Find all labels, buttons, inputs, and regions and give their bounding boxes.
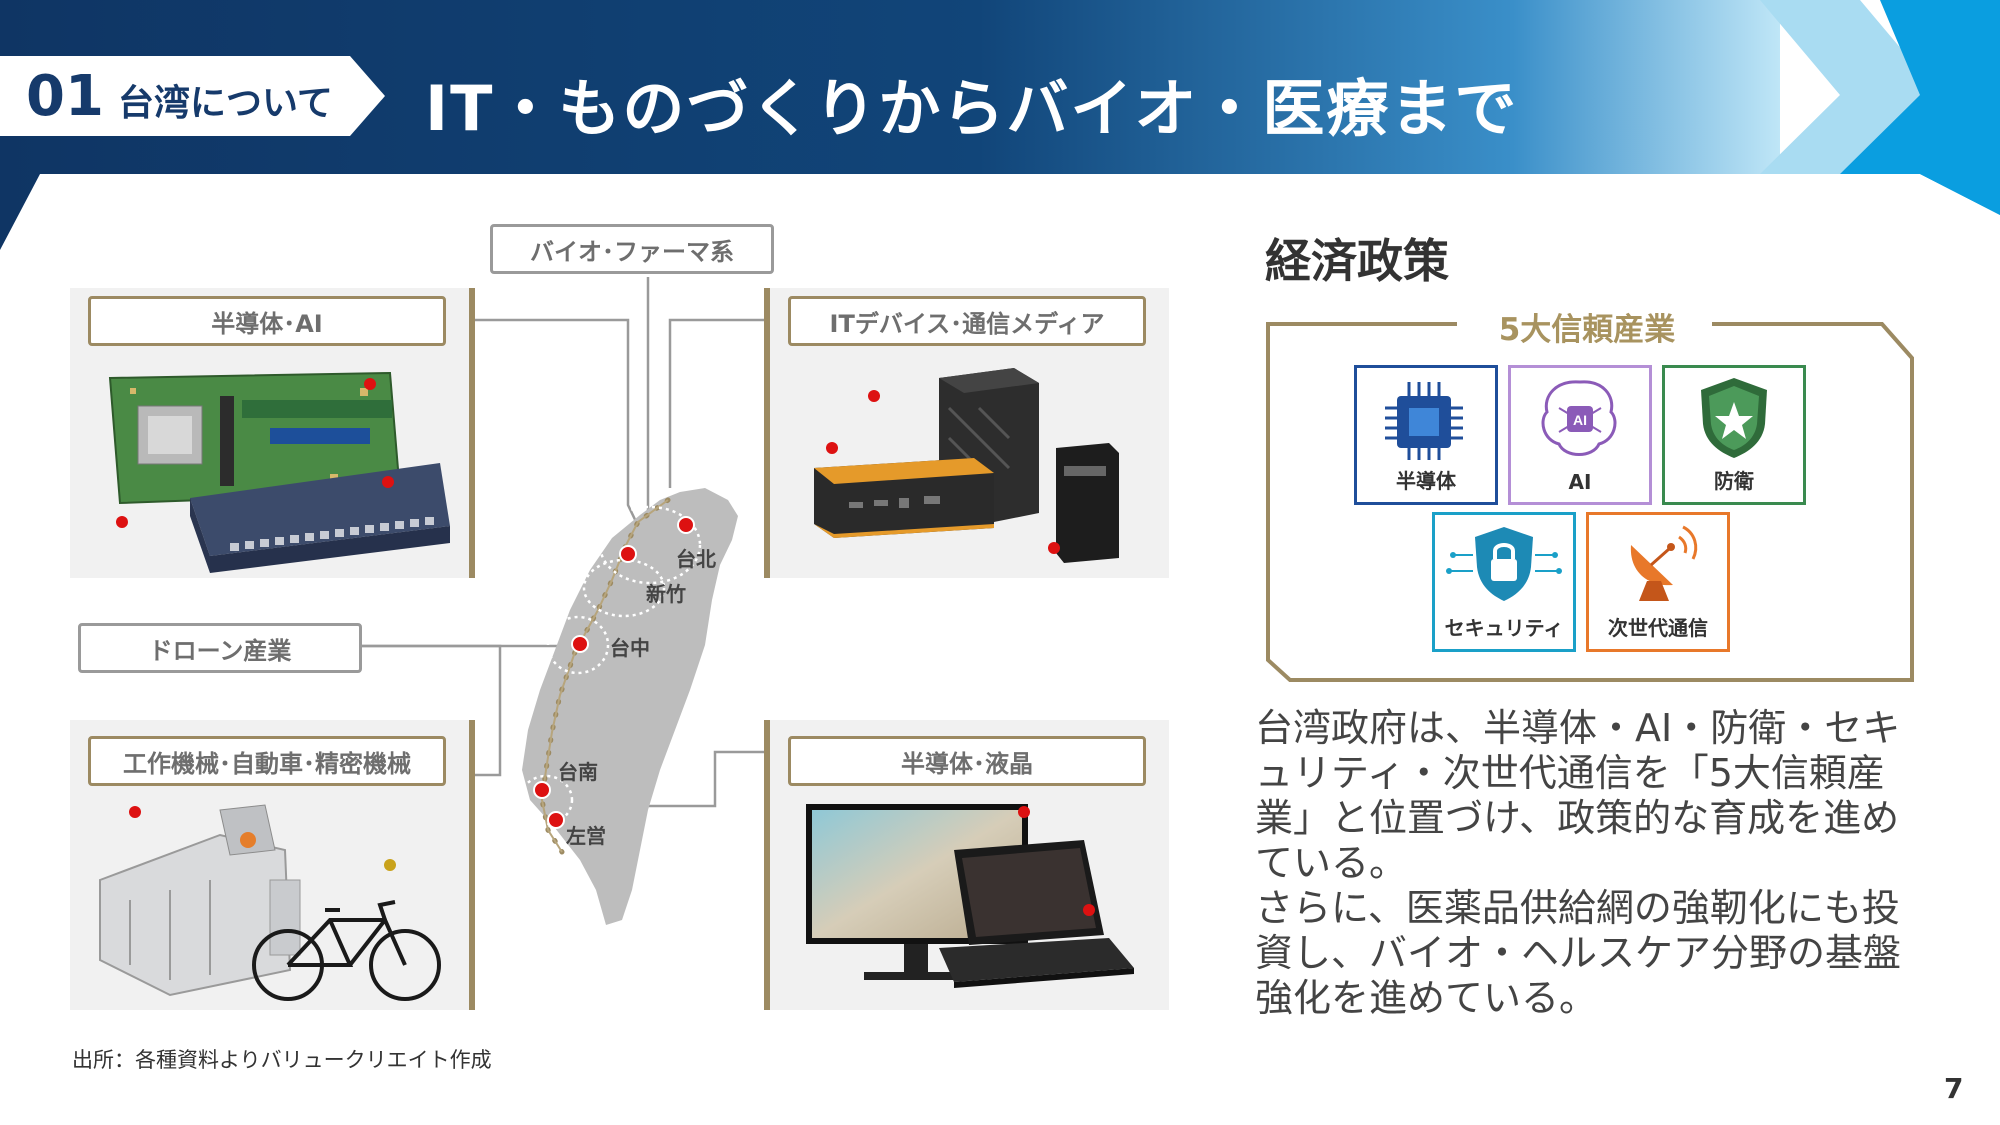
city-taipei: 台北: [676, 547, 716, 571]
industry-ai: AI AI: [1508, 365, 1652, 505]
industry-semiconductor: 半導体: [1354, 365, 1498, 505]
industry-label: AI: [1568, 470, 1592, 494]
svg-text:AI: AI: [1573, 412, 1587, 428]
city-hsinchu: 新竹: [646, 582, 686, 606]
city-zuoying: 左営: [566, 824, 606, 848]
tag-drone: ドローン産業: [78, 623, 362, 673]
policy-body: 台湾政府は、半導体・AI・防衛・セキュリティ・次世代通信を「5大信頼産業」と位置…: [1255, 706, 1935, 1021]
industry-label: 次世代通信: [1608, 616, 1708, 640]
policy-title: 経済政策: [1265, 234, 1449, 288]
satellite-dish-icon: [1630, 525, 1698, 601]
industry-defense: 防衛: [1662, 365, 1806, 505]
tag-semiconductor-ai: 半導体･AI: [88, 296, 446, 346]
section-badge: 01 台湾について: [0, 56, 385, 136]
city-tainan: 台南: [558, 760, 598, 784]
page-number: 7: [1944, 1072, 1964, 1105]
header-banner: 01 台湾について IT・ものづくりからバイオ・医療まで: [0, 0, 2000, 250]
taiwan-map: [518, 488, 738, 925]
section-number: 01: [26, 64, 104, 129]
city-taichung: 台中: [610, 636, 650, 660]
shield-star-icon: [1701, 378, 1767, 458]
section-label: 台湾について: [118, 83, 333, 124]
tag-semiconductor-lcd: 半導体･液晶: [788, 736, 1146, 786]
industry-security: セキュリティ: [1432, 512, 1576, 652]
policy-body-text: 台湾政府は、半導体・AI・防衛・セキュリティ・次世代通信を「5大信頼産業」と位置…: [1255, 706, 1902, 1020]
tag-machine-tools: 工作機械･自動車･精密機械: [88, 736, 446, 786]
industries-frame: [1266, 322, 1914, 682]
source-note: 出所：各種資料よりバリュークリエイト作成: [72, 1048, 492, 1072]
industry-label: 防衛: [1714, 469, 1754, 493]
security-lock-icon: [1446, 527, 1562, 601]
industry-label: セキュリティ: [1444, 616, 1564, 640]
ai-brain-icon: AI: [1541, 380, 1617, 456]
frame-title: 5大信頼産業: [1462, 304, 1712, 349]
tag-bio-pharma: バイオ･ファーマ系: [490, 224, 774, 274]
tag-it-devices: ITデバイス･通信メディア: [788, 296, 1146, 346]
industry-next-gen-comm: 次世代通信: [1586, 512, 1730, 652]
page-title: IT・ものづくりからバイオ・医療まで: [425, 72, 1519, 145]
industry-label: 半導体: [1396, 469, 1456, 493]
chip-icon: [1385, 382, 1463, 460]
